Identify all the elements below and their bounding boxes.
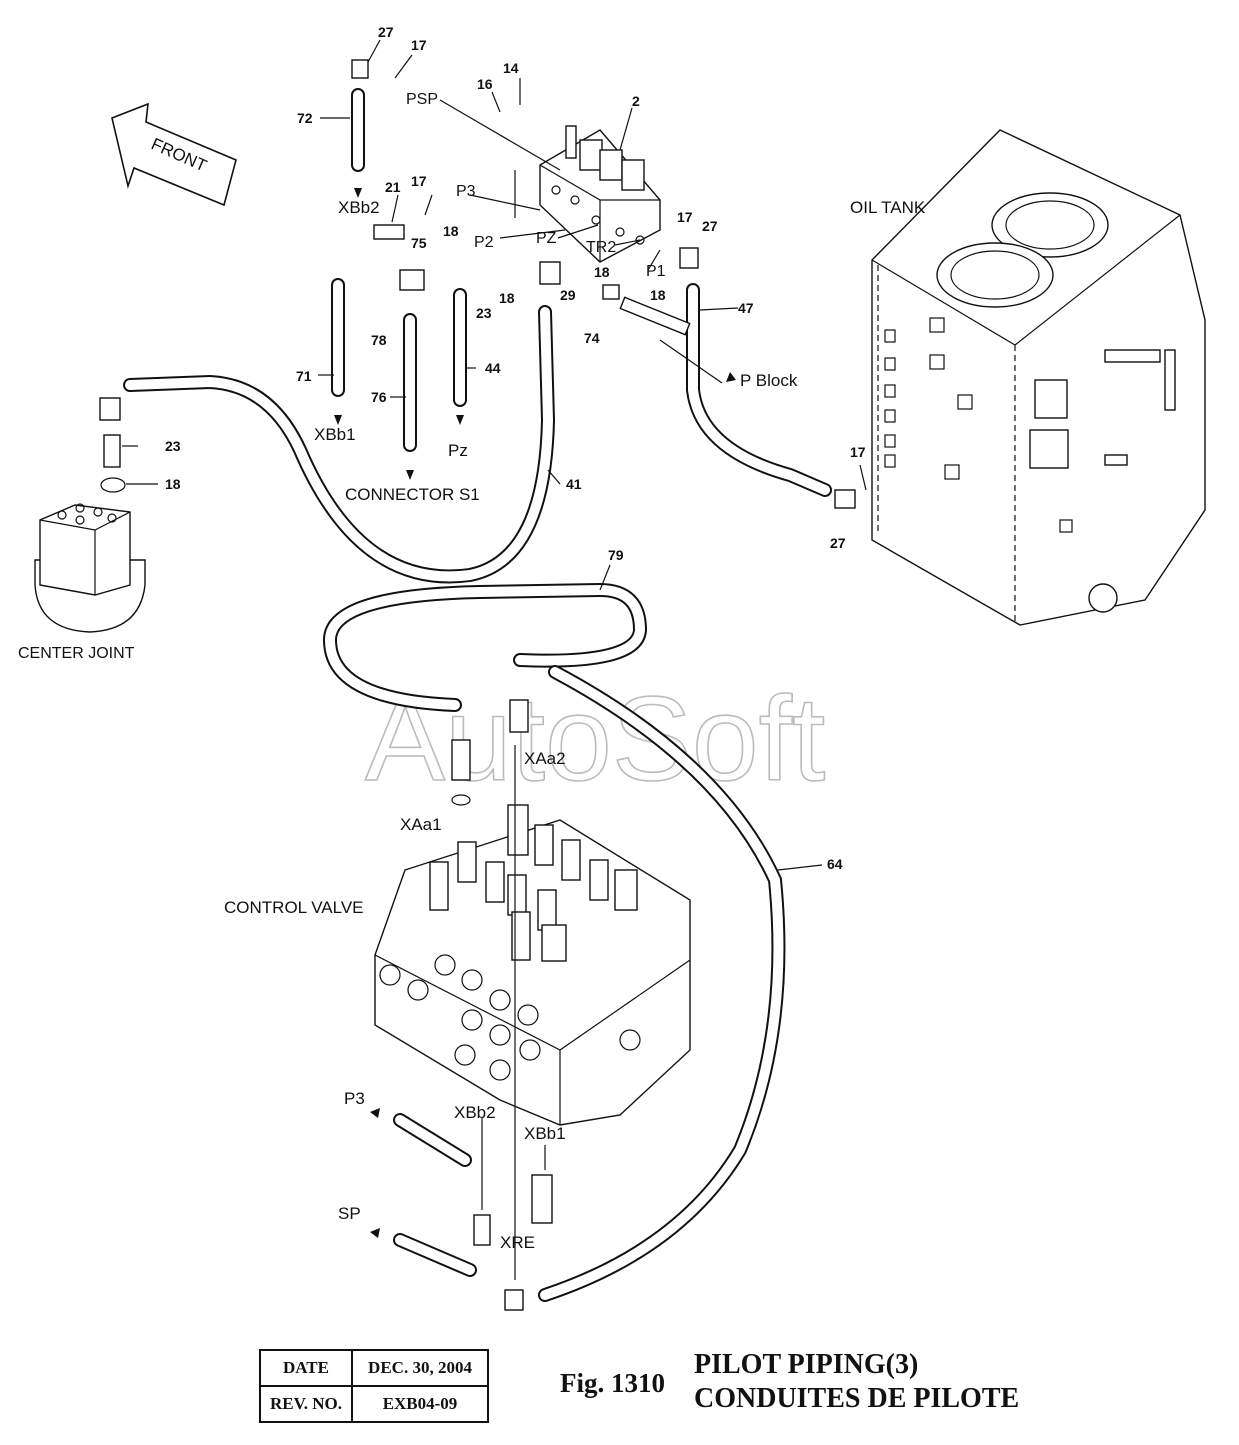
label-xbb1-bottom: XBb1 [524,1124,566,1143]
part-number: 17 [850,444,866,460]
figure-title-en: PILOT PIPING(3) [694,1349,919,1380]
part-number: 18 [499,290,515,306]
label-connector-s1: CONNECTOR S1 [345,485,480,504]
pilot-block [539,125,661,263]
part-number: 78 [371,332,387,348]
part-number: 17 [411,37,427,53]
part-number: 75 [411,235,427,251]
part-number: 64 [827,856,843,872]
part-number: 16 [477,76,493,92]
part-number: 18 [165,476,181,492]
part-number: 2 [632,93,640,109]
center-joint-label: CENTER JOINT [18,645,135,662]
label-xbb1-top: XBb1 [314,425,356,444]
part-number: 44 [485,360,501,376]
label-p2: P2 [474,234,494,251]
rev-value: EXB04-09 [351,1385,489,1423]
oil-tank-label: OIL TANK [850,198,926,217]
label-p1: P1 [646,263,666,280]
part-number: 74 [584,330,600,346]
part-number: 79 [608,547,624,563]
center-joint [34,503,146,633]
figure-title: PILOT PIPING(3) CONDUITES DE PILOTE [694,1348,1019,1416]
part-number: 76 [371,389,387,405]
date-label: DATE [259,1349,353,1387]
label-xre: XRE [500,1233,535,1252]
part-number: 41 [566,476,582,492]
oil-tank [871,129,1206,626]
part-number: 17 [677,209,693,225]
date-value: DEC. 30, 2004 [351,1349,489,1387]
title-block: DATE DEC. 30, 2004 REV. NO. EXB04-09 [259,1349,489,1423]
front-arrow-icon: FRONT [111,102,237,207]
leader-lines [122,39,867,1280]
arrowheads [334,188,736,1238]
part-number: 18 [594,264,610,280]
part-number: 27 [378,24,394,40]
label-xbb2-top: XBb2 [338,198,380,217]
part-number: 27 [702,218,718,234]
part-number: 18 [650,287,666,303]
part-number: 71 [296,368,312,384]
rev-label: REV. NO. [259,1385,353,1423]
label-p3-bottom: P3 [344,1089,365,1108]
part-number: 17 [411,173,427,189]
label-xaa2: XAa2 [524,749,566,768]
figure-title-fr: CONDUITES DE PILOTE [694,1383,1020,1414]
label-p-block: P Block [740,371,798,390]
hoses [123,88,832,1302]
label-xbb2-bottom: XBb2 [454,1103,496,1122]
label-psp: PSP [406,91,438,108]
label-sp: SP [338,1204,361,1223]
label-p3-top: P3 [456,183,476,200]
part-number: 18 [443,223,459,239]
label-pz-top: Pz [448,441,468,460]
control-valve [374,804,691,1126]
part-number: 23 [476,305,492,321]
part-number: 23 [165,438,181,454]
part-number: 72 [297,110,313,126]
part-number: 47 [738,300,754,316]
label-control-valve: CONTROL VALVE [224,898,364,917]
part-number: 21 [385,179,401,195]
fittings [99,59,856,1311]
part-number: 14 [503,60,519,76]
part-number: 27 [830,535,846,551]
figure-number: Fig. 1310 [560,1368,665,1398]
label-xaa1: XAa1 [400,815,442,834]
part-number: 29 [560,287,576,303]
label-tr2: TR2 [586,239,616,256]
label-pz: PZ [536,230,557,247]
